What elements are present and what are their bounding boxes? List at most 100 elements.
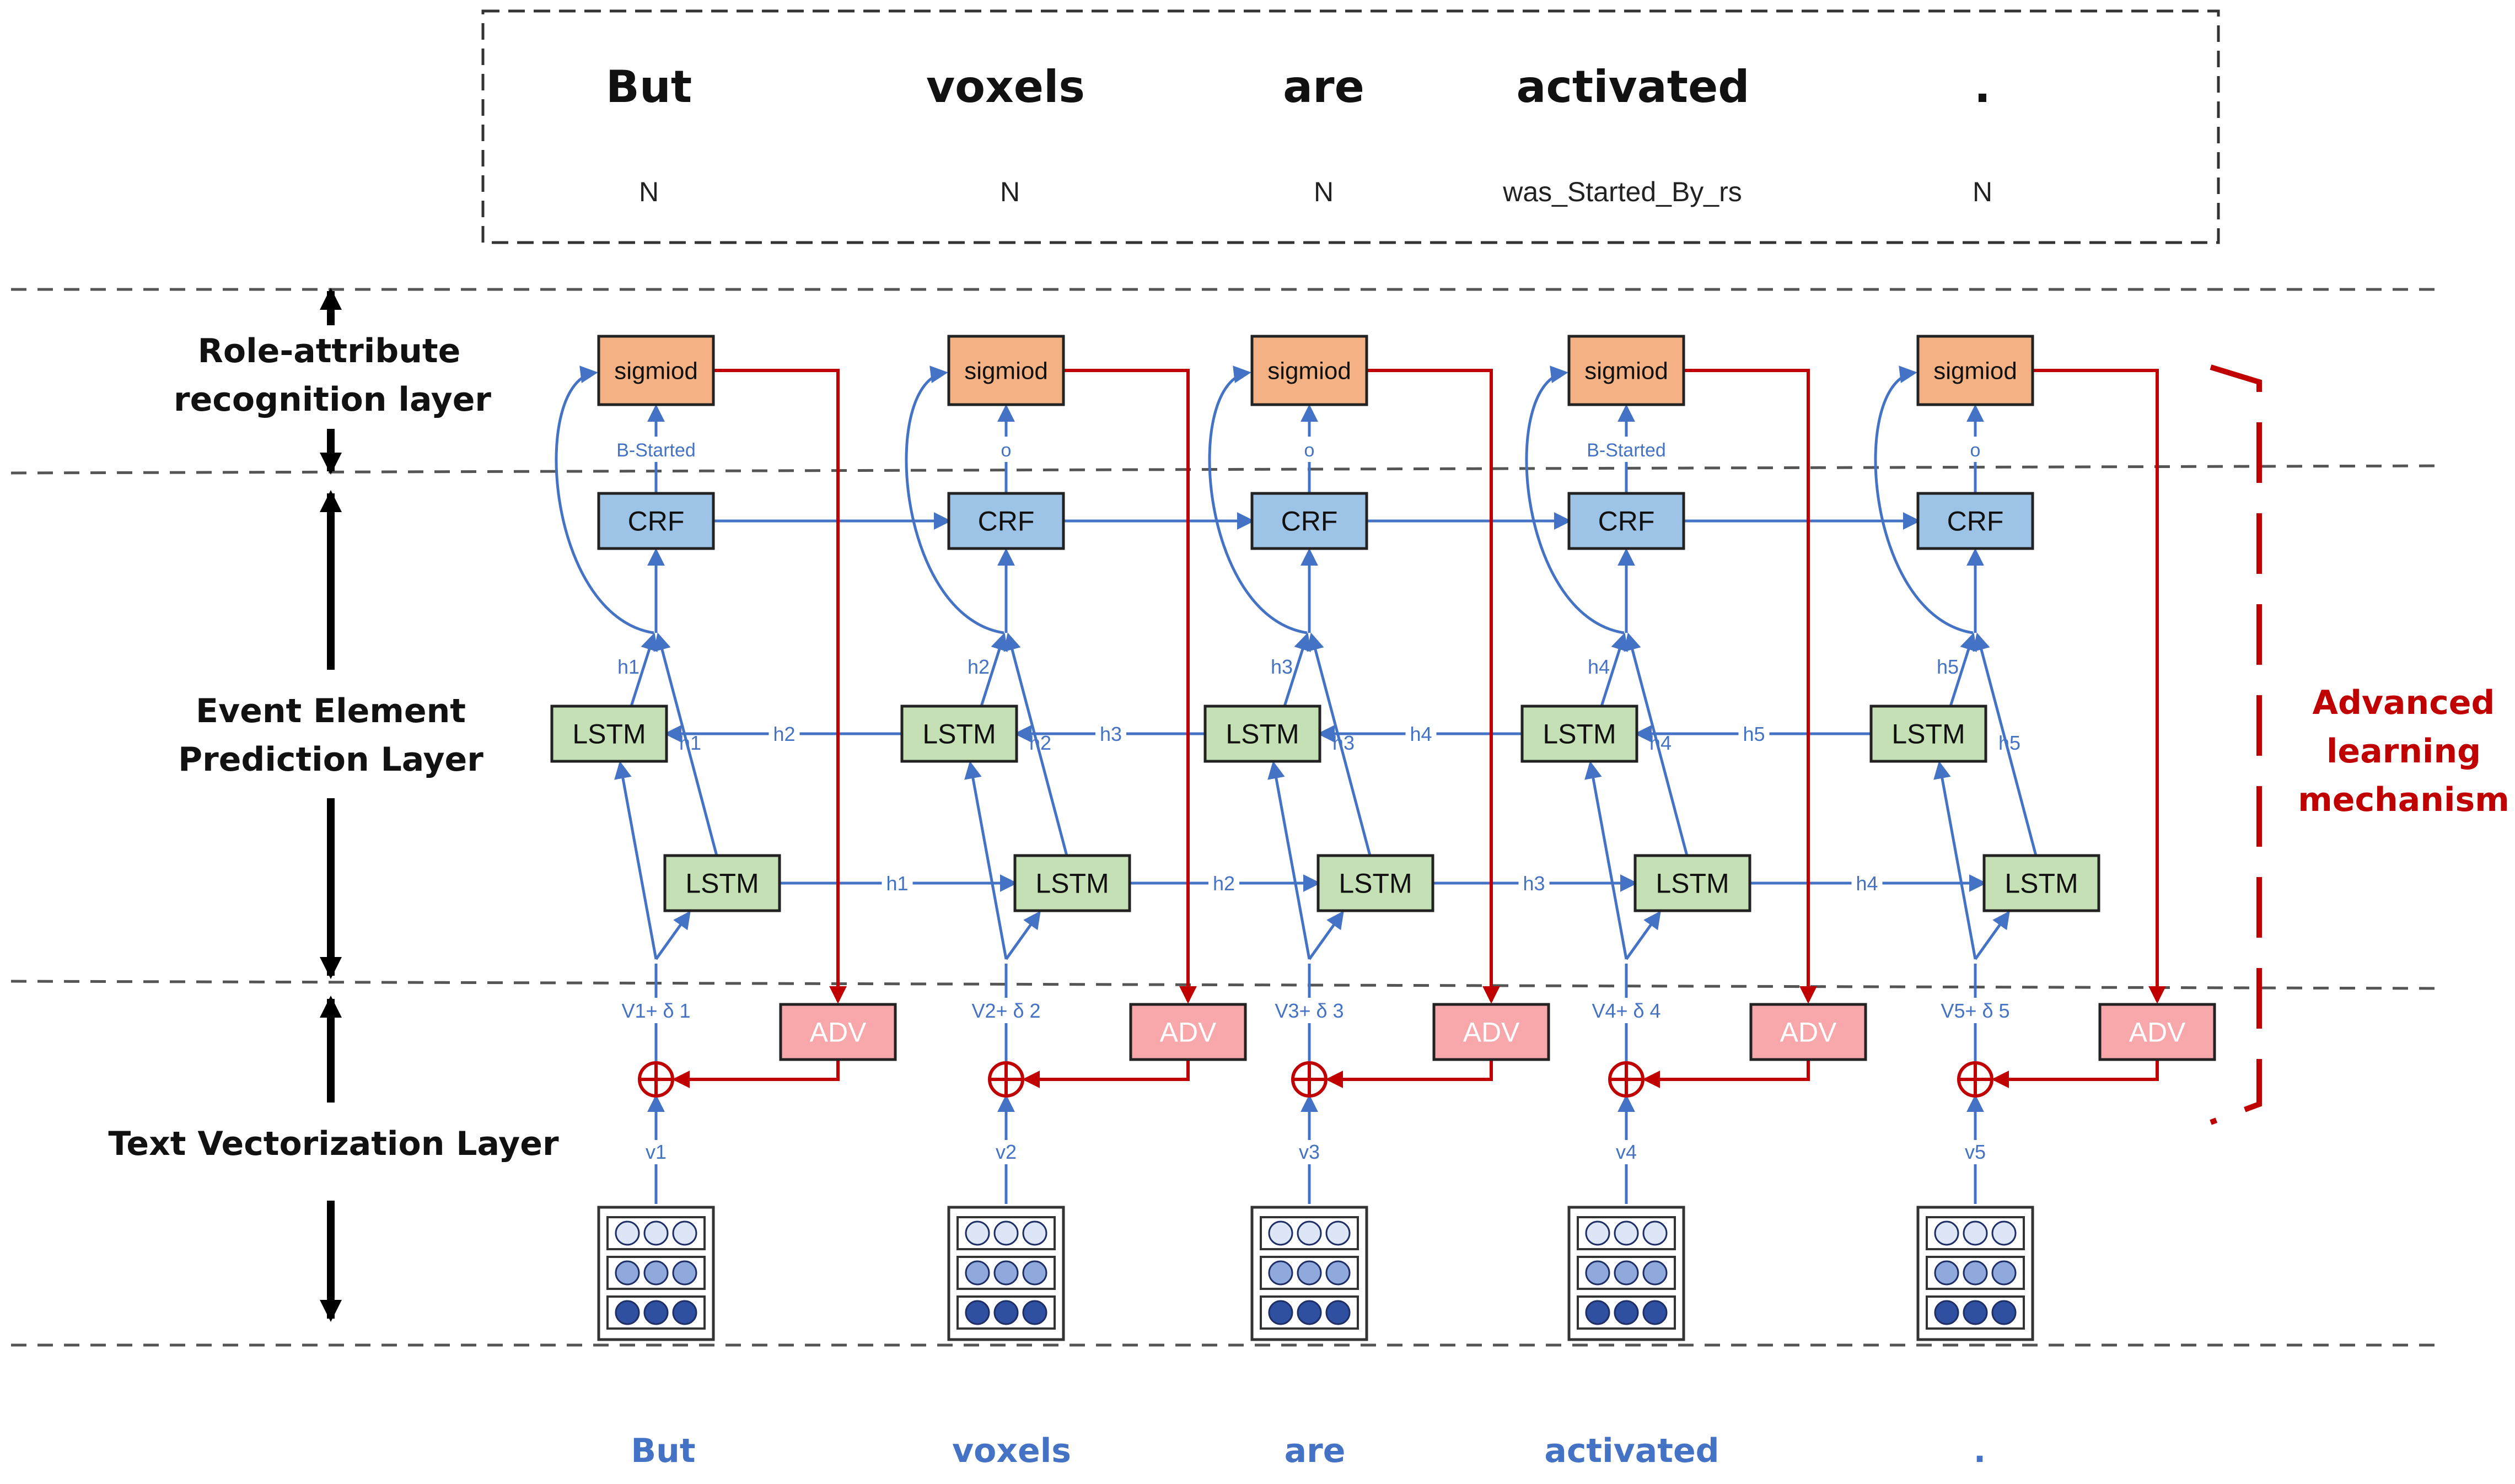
crf-block: CRF: [1567, 492, 1685, 550]
backward-lstm-to-merge: [630, 632, 658, 707]
backward-hidden-state-label: h3: [1271, 655, 1293, 678]
input-word: activated: [1544, 1432, 1719, 1470]
backward-hidden-state-label: h5: [1937, 655, 1959, 678]
sigmoid-block-label: sigmiod: [1584, 357, 1668, 384]
forward-hidden-state-label: h5: [1998, 732, 2020, 754]
forward-lstm-to-merge: [653, 632, 718, 856]
input-to-backward-lstm: [614, 761, 658, 960]
input-to-forward-lstm: [1004, 911, 1041, 960]
sum-operator-icon: [988, 1061, 1024, 1098]
adv-block: ADV: [2098, 1003, 2216, 1061]
forward-lstm-block-label: LSTM: [685, 868, 759, 899]
forward-lstm-block-label: LSTM: [1656, 868, 1729, 899]
sigmoid-block-label: sigmiod: [1267, 357, 1351, 384]
crf-block-label: CRF: [1947, 506, 2004, 537]
forward-hidden-label: h3: [1523, 872, 1545, 895]
sentence-tag: N: [639, 176, 659, 207]
input-to-forward-lstm: [1625, 911, 1661, 960]
input-to-backward-lstm: [1933, 761, 1977, 960]
forward-lstm-block-label: LSTM: [2005, 868, 2078, 899]
crf-block-label: CRF: [1598, 506, 1655, 537]
skip-to-sigmoid-curve: [905, 365, 1004, 635]
embedding-stack-icon: [1250, 1206, 1368, 1341]
adv-feedback-path: [2033, 369, 2166, 1004]
sentence-box: [481, 9, 2220, 244]
backward-lstm-block-label: LSTM: [1891, 719, 1965, 750]
skip-to-sigmoid-curve: [555, 365, 654, 635]
adv-to-sum-path: [1642, 1060, 1810, 1088]
skip-to-sigmoid-curve: [1874, 365, 1974, 635]
advanced-mechanism-bracket: [2210, 364, 2262, 1125]
input-word: .: [1974, 1432, 1986, 1470]
backward-lstm-block-label: LSTM: [572, 719, 646, 750]
perturbed-input-label: V2+ δ 2: [971, 999, 1040, 1022]
forward-hidden-state-label: h3: [1332, 732, 1355, 754]
skip-to-sigmoid-curve: [1208, 365, 1308, 635]
backward-lstm-block-label: LSTM: [1543, 719, 1616, 750]
sigmoid-block: sigmiod: [1567, 335, 1685, 406]
sentence-word: activated: [1517, 61, 1750, 112]
forward-lstm-block: LSTM: [1013, 854, 1131, 912]
sigmoid-block: sigmiod: [947, 335, 1065, 406]
sentence-word: are: [1283, 61, 1364, 112]
advanced-label-line3: mechanism: [2298, 781, 2509, 819]
backward-hidden-state-label: h1: [617, 655, 640, 678]
adv-block-label: ADV: [810, 1017, 867, 1048]
backward-lstm-block: LSTM: [1869, 705, 1987, 763]
backward-lstm-block-label: LSTM: [1226, 719, 1299, 750]
adv-block-label: ADV: [1780, 1017, 1837, 1048]
adv-feedback-path: [1367, 369, 1500, 1004]
crf-block: CRF: [1916, 492, 2034, 550]
input-to-forward-lstm: [1974, 911, 2010, 960]
backward-hidden-label: h5: [1743, 723, 1765, 745]
event-layer-label-line2: Prediction Layer: [178, 740, 483, 779]
adv-feedback-path: [1684, 369, 1817, 1004]
sum-operator-icon: [1957, 1061, 1993, 1098]
input-to-backward-lstm: [964, 761, 1008, 960]
adv-block-label: ADV: [2129, 1017, 2186, 1048]
backward-hidden-label: h3: [1100, 723, 1122, 745]
input-word: But: [631, 1432, 695, 1470]
forward-lstm-block-label: LSTM: [1339, 868, 1412, 899]
perturbed-input-label: V4+ δ 4: [1592, 999, 1660, 1022]
sigmoid-block-label: sigmiod: [964, 357, 1048, 384]
forward-lstm-to-merge: [1624, 632, 1689, 856]
crf-block: CRF: [1250, 492, 1368, 550]
backward-lstm-to-merge: [980, 632, 1008, 707]
perturbed-input-label: V3+ δ 3: [1275, 999, 1344, 1022]
forward-lstm-block: LSTM: [1982, 854, 2100, 912]
adv-to-sum-path: [1991, 1060, 2159, 1088]
adv-block: ADV: [1432, 1003, 1550, 1061]
layer-separators: [10, 288, 2440, 1347]
backward-lstm-block: LSTM: [550, 705, 668, 763]
vector-label: v1: [646, 1141, 667, 1163]
sentence-word: .: [1974, 61, 1991, 112]
crf-output-label: o: [1970, 440, 1981, 461]
adv-block-label: ADV: [1160, 1017, 1217, 1048]
forward-lstm-to-merge: [1003, 632, 1068, 856]
crf-block-label: CRF: [628, 506, 685, 537]
crf-block-label: CRF: [1281, 506, 1338, 537]
embedding-stack-icon: [1567, 1206, 1685, 1341]
perturbed-input-label: V1+ δ 1: [621, 999, 690, 1022]
adv-block: ADV: [779, 1003, 897, 1061]
forward-lstm-block: LSTM: [663, 854, 781, 912]
vector-label: v5: [1965, 1141, 1986, 1163]
adv-to-sum-path: [1325, 1060, 1493, 1088]
crf-output-label: B-Started: [616, 440, 696, 461]
crf-output-label: B-Started: [1587, 440, 1666, 461]
role-layer-label-line2: recognition layer: [174, 380, 491, 419]
input-to-backward-lstm: [1584, 761, 1628, 960]
vector-label: v4: [1616, 1141, 1637, 1163]
event-layer-label-line1: Event Element: [196, 692, 466, 730]
sentence-tag: N: [1000, 176, 1020, 207]
backward-lstm-block-label: LSTM: [922, 719, 996, 750]
input-word: voxels: [952, 1432, 1071, 1470]
advanced-label-line1: Advanced: [2313, 684, 2495, 722]
sum-operator-icon: [1608, 1061, 1645, 1098]
